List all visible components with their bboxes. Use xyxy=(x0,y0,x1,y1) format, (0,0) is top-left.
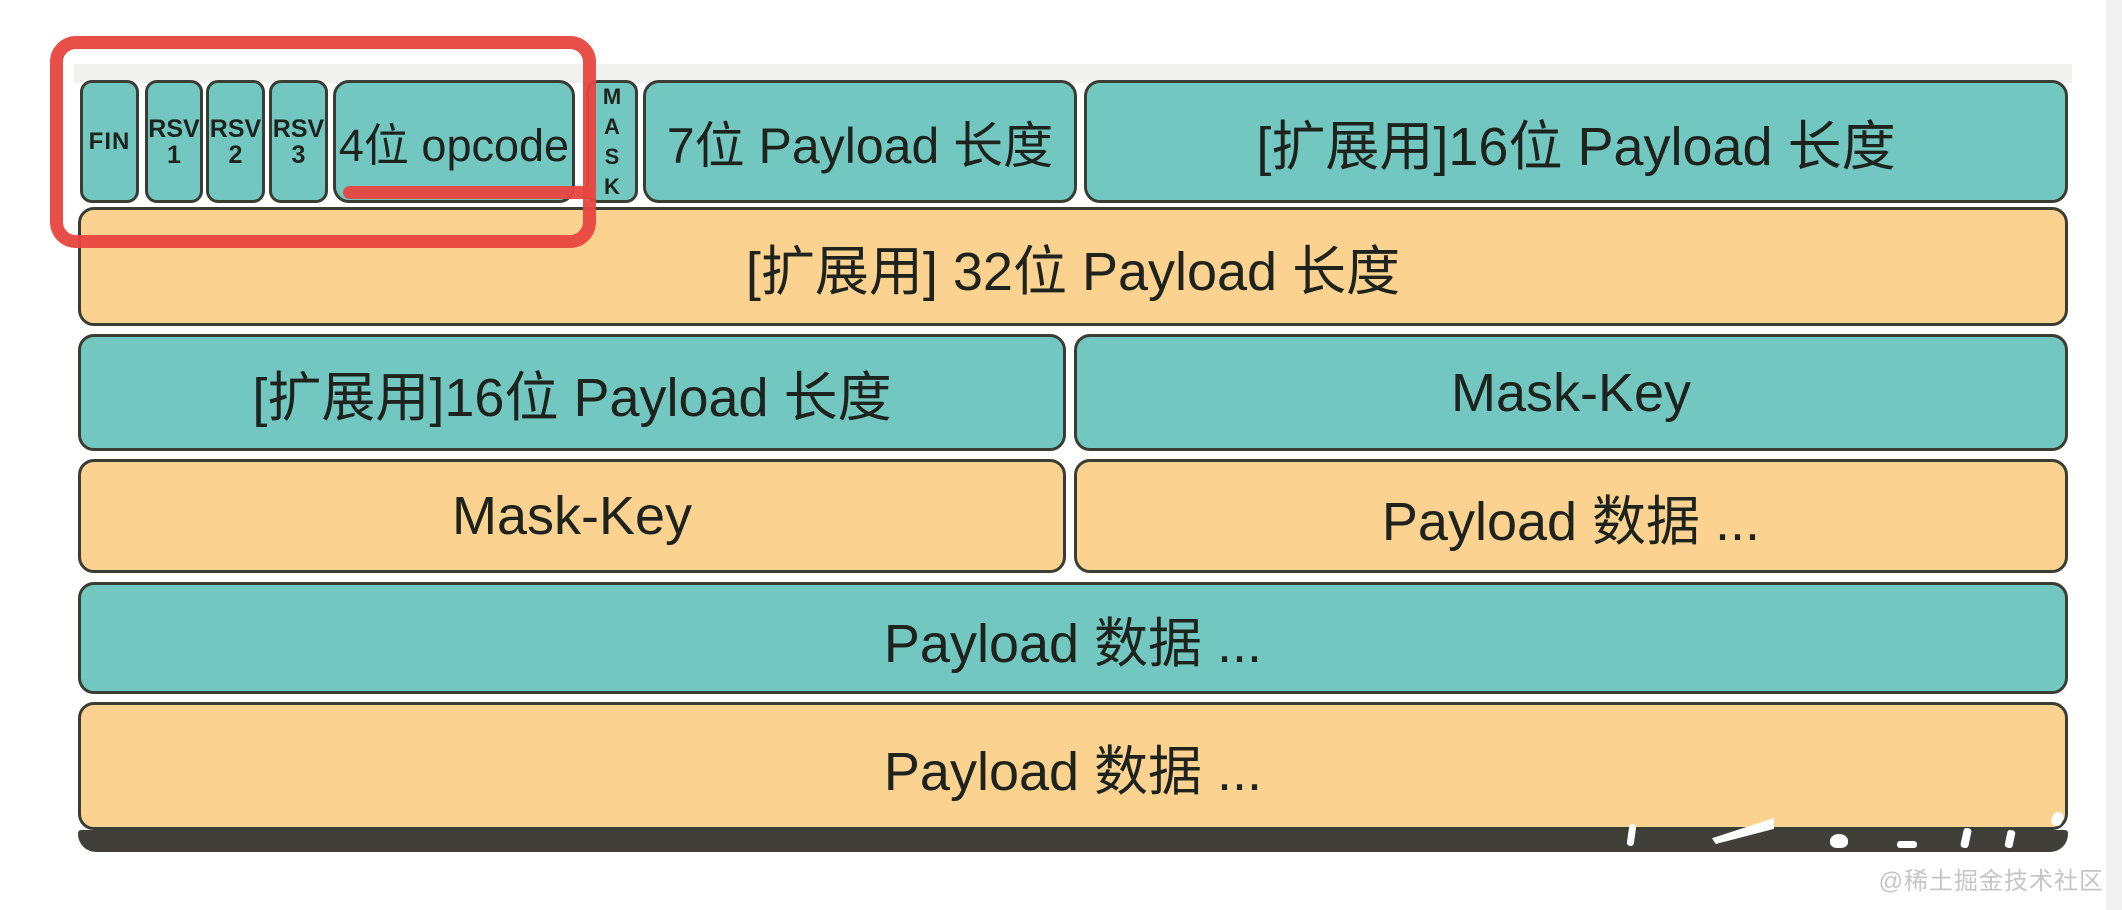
top-gray-strip xyxy=(74,64,2072,83)
field-payload-data-3-label: Payload 数据 ... xyxy=(883,741,1263,802)
mask-letter: K xyxy=(604,173,620,199)
mask-letter: S xyxy=(604,143,620,169)
watermark-glyph-fragment xyxy=(1830,834,1848,848)
field-rsv2: RSV 2 xyxy=(206,80,265,203)
watermark-credit: @稀土掘金技术社区 xyxy=(1878,868,2104,895)
field-opcode: 4位 opcode xyxy=(333,80,575,203)
rsv-line: 1 xyxy=(167,140,181,169)
annotation-red-underline xyxy=(343,186,593,199)
field-payload-len-16bit-ext: [扩展用]16位 Payload 长度 xyxy=(1084,80,2068,203)
bottom-dark-band xyxy=(78,830,2068,852)
field-payload-len-7bit: 7位 Payload 长度 xyxy=(643,80,1077,203)
field-rsv3-label: RSV 3 xyxy=(273,116,324,168)
field-payload-len-16bit-ext-label: [扩展用]16位 Payload 长度 xyxy=(1256,117,1896,177)
field-rsv1: RSV 1 xyxy=(145,80,203,203)
rsv-line: RSV xyxy=(272,114,325,143)
field-fin-label: FIN xyxy=(88,127,131,155)
field-fin: FIN xyxy=(80,80,139,203)
field-mask-label: M A S K xyxy=(603,82,621,202)
field-mask-key-2-label: Mask-Key xyxy=(451,486,693,546)
field-payload-data-1-label: Payload 数据 ... xyxy=(1381,491,1761,552)
field-payload-data-2-label: Payload 数据 ... xyxy=(883,613,1263,674)
field-payload-len-16bit-ext-2: [扩展用]16位 Payload 长度 xyxy=(78,334,1066,451)
field-payload-len-7bit-label: 7位 Payload 长度 xyxy=(666,117,1054,174)
rsv-line: RSV xyxy=(148,114,200,143)
field-opcode-label: 4位 opcode xyxy=(338,120,570,171)
rsv-line: 3 xyxy=(291,140,306,169)
field-payload-data-3: Payload 数据 ... xyxy=(78,702,2068,830)
right-edge-strip xyxy=(2106,0,2122,910)
field-rsv2-label: RSV 2 xyxy=(210,116,261,168)
field-rsv3: RSV 3 xyxy=(269,80,328,203)
annotation-red-highlight-box xyxy=(50,36,596,248)
field-mask-key-1-label: Mask-Key xyxy=(1450,362,1692,423)
mask-letter: A xyxy=(604,113,620,139)
field-payload-len-32bit-ext: [扩展用] 32位 Payload 长度 xyxy=(78,207,2068,326)
field-payload-data-1: Payload 数据 ... xyxy=(1074,459,2068,573)
mask-letter: M xyxy=(602,83,622,109)
field-payload-len-32bit-ext-label: [扩展用] 32位 Payload 长度 xyxy=(745,242,1401,302)
rsv-line: 2 xyxy=(228,140,243,169)
field-mask-key-2: Mask-Key xyxy=(78,459,1066,573)
watermark-glyph-fragment xyxy=(1897,841,1917,848)
field-mask-key-1: Mask-Key xyxy=(1074,334,2068,451)
rsv-line: RSV xyxy=(209,114,262,143)
field-payload-data-2: Payload 数据 ... xyxy=(78,582,2068,694)
field-rsv1-label: RSV 1 xyxy=(148,116,199,168)
field-payload-len-16bit-ext-2-label: [扩展用]16位 Payload 长度 xyxy=(252,368,892,428)
